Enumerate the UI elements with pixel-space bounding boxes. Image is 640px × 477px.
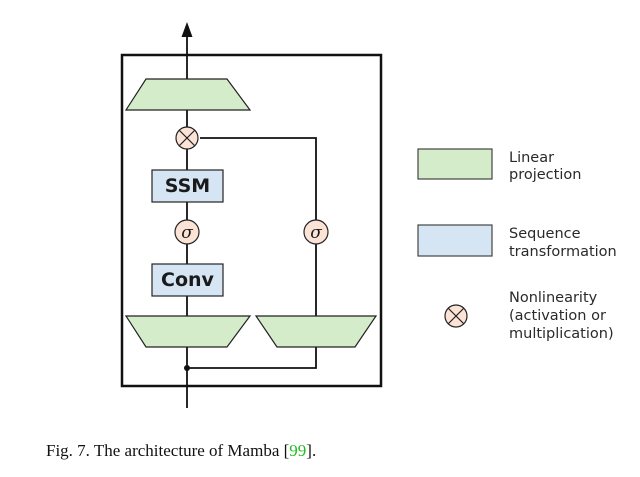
output-arrow-icon: [181, 22, 193, 37]
caption-text: Fig. 7. The architecture of Mamba [: [46, 441, 290, 460]
legend-sequence-line-1: Sequence: [509, 226, 581, 242]
mamba-block-frame: [120, 53, 383, 388]
input-linear-projection-main: [124, 315, 252, 348]
multiply-node: [175, 126, 199, 150]
legend-linear-line-1: Linear: [509, 150, 554, 166]
legend-multiply-icon: [444, 304, 468, 328]
caption-suffix: ].: [306, 441, 317, 460]
sigma-circle-right: [303, 219, 329, 245]
gate-branch-line: [187, 137, 317, 369]
sigma-circle-left: [174, 219, 200, 245]
figure-caption: Fig. 7. The architecture of Mamba [99].: [46, 441, 316, 461]
input-linear-projection-gate: [254, 315, 378, 348]
legend-linear-line-2: projection: [509, 167, 581, 183]
branch-junction-dot: [184, 365, 190, 371]
legend-nonlinearity-line-2: (activation or: [509, 308, 606, 324]
conv-box: [151, 263, 224, 297]
citation-link[interactable]: 99: [289, 441, 307, 460]
legend-sequence-line-2: transformation: [509, 244, 617, 260]
sigma-label-right: σ: [310, 223, 322, 243]
linear-projection-swatch: [417, 148, 493, 180]
legend-nonlinearity-line-1: Nonlinearity: [509, 290, 598, 306]
ssm-box: [151, 169, 224, 203]
legend-nonlinearity-line-3: multiplication): [509, 326, 614, 342]
sigma-label-left: σ: [181, 223, 193, 243]
conv-label: Conv: [161, 269, 215, 291]
sequence-transformation-swatch: [417, 224, 493, 257]
legend: Linear projection Sequence transformatio…: [417, 148, 617, 342]
output-linear-projection: [124, 78, 252, 111]
ssm-label: SSM: [165, 175, 210, 197]
